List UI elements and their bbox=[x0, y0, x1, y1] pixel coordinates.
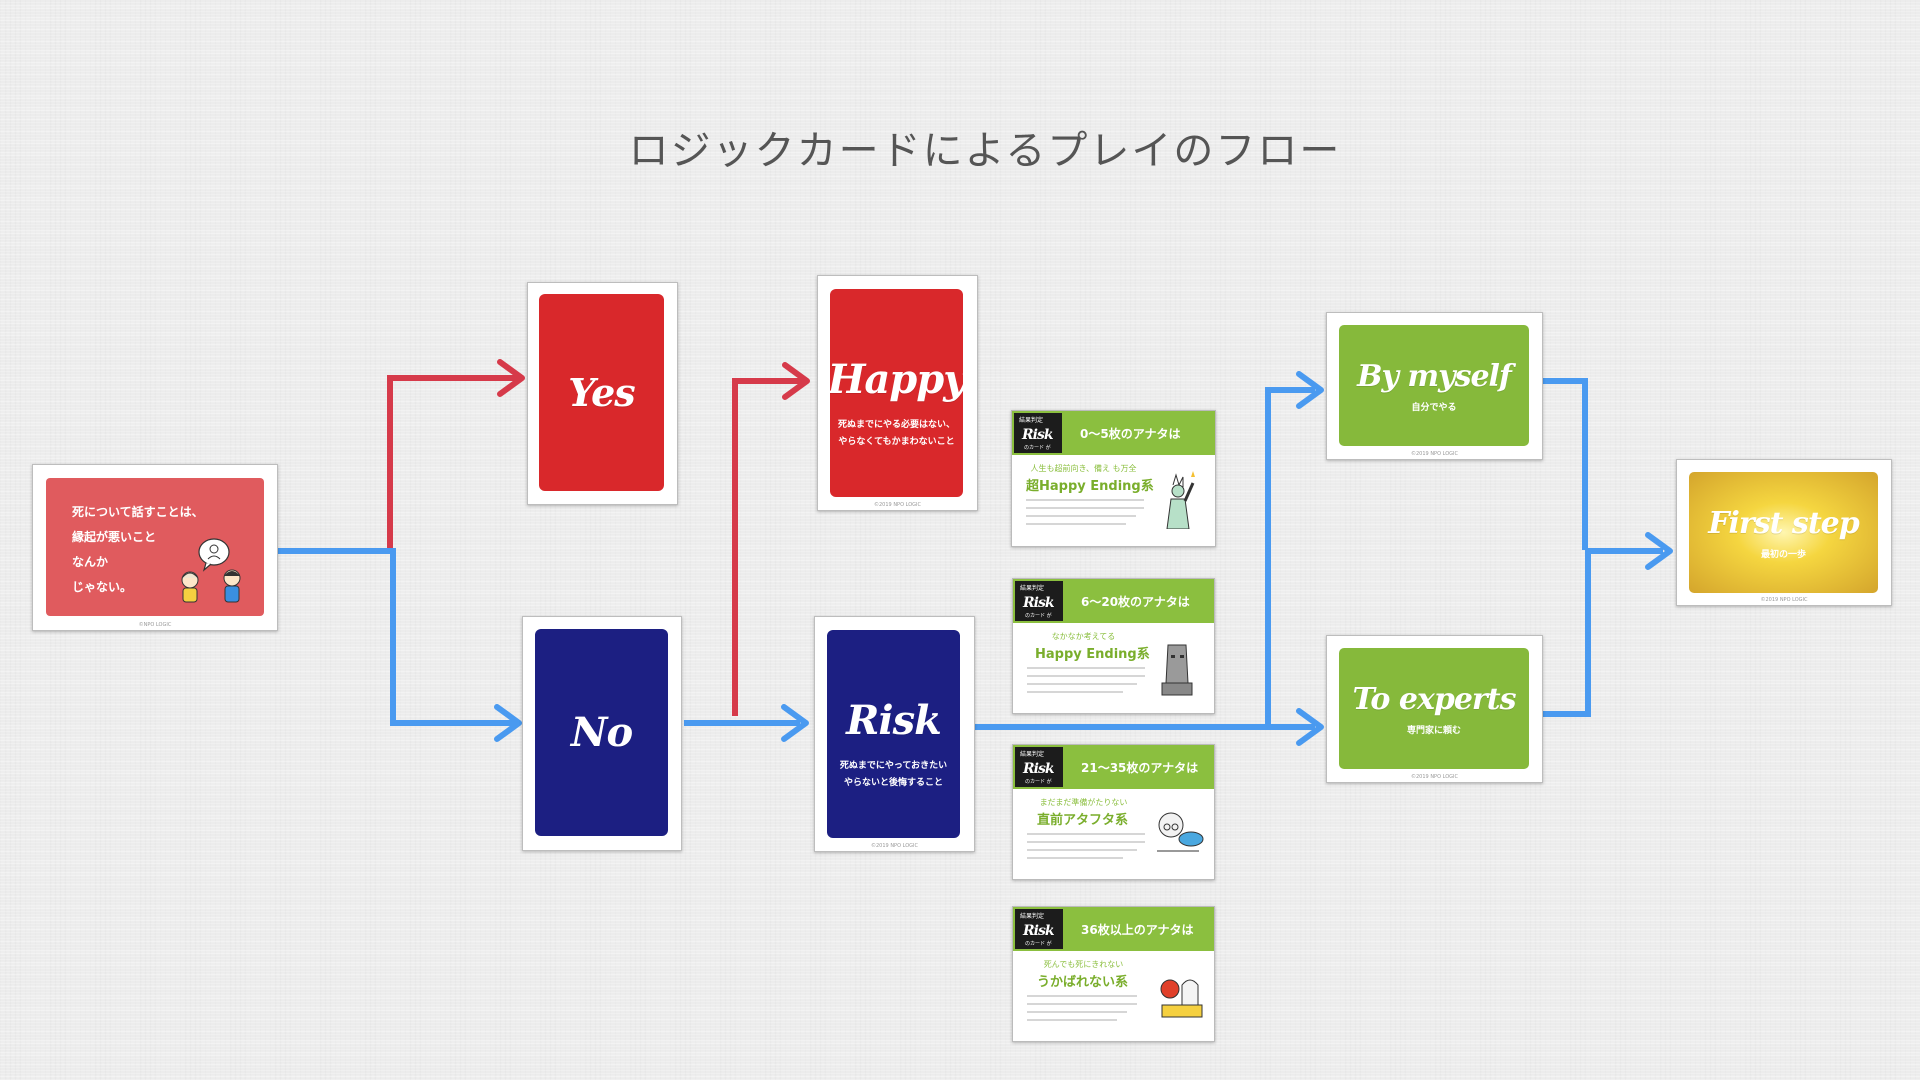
risk-card-frame: Risk 死ぬまでにやっておきたい やらないと後悔すること ©2019 NPO … bbox=[814, 616, 975, 852]
result-card-4: 結果判定 Risk のカード が 36枚以上のアナタは 死んでも死にきれない う… bbox=[1012, 906, 1215, 1042]
result-2-small: なかなか考えてる bbox=[1051, 632, 1116, 641]
myself-card: By myself 自分でやる bbox=[1339, 325, 1529, 446]
start-line-3: なんか bbox=[72, 555, 109, 569]
result-3-big: 直前アタフタ系 bbox=[1037, 813, 1129, 828]
result-3-tag: 結果判定 bbox=[1020, 751, 1045, 758]
start-line-2: 縁起が悪いこと bbox=[72, 530, 157, 544]
moai-icon bbox=[1161, 644, 1193, 696]
no-card-frame: No bbox=[522, 616, 682, 851]
result-1-tag: 結果判定 bbox=[1019, 417, 1044, 424]
risk-card-sub-2: やらないと後悔すること bbox=[843, 777, 943, 788]
result-2-tag: 結果判定 bbox=[1020, 585, 1045, 592]
page-title: ロジックカードによるプレイのフロー bbox=[628, 128, 1342, 174]
ghost-icon bbox=[1160, 979, 1203, 1018]
first-card-sub: 最初の一歩 bbox=[1760, 549, 1806, 560]
yes-card-label: Yes bbox=[568, 370, 635, 415]
happy-card-frame: Happy 死ぬまでにやる必要はない、 やらなくてもかまわないこと ©2019 … bbox=[817, 275, 978, 511]
experts-card-copyright: ©2019 NPO LOGIC bbox=[1411, 774, 1458, 780]
risk-card: Risk 死ぬまでにやっておきたい やらないと後悔すること bbox=[827, 630, 960, 838]
happy-card-sub-2: やらなくてもかまわないこと bbox=[838, 436, 955, 447]
result-3-risk-sub: のカード が bbox=[1025, 779, 1052, 785]
first-card: First step 最初の一歩 bbox=[1689, 472, 1878, 593]
result-4-risk-sub: のカード が bbox=[1025, 941, 1052, 947]
start-line-4: じゃない。 bbox=[72, 580, 133, 594]
result-4-big: うかばれない系 bbox=[1037, 975, 1129, 990]
first-card-label: First step bbox=[1708, 505, 1860, 541]
myself-card-copyright: ©2019 NPO LOGIC bbox=[1411, 451, 1458, 457]
yes-card-frame: Yes bbox=[527, 282, 678, 505]
risk-card-label: Risk bbox=[846, 696, 942, 744]
arrowhead-myself bbox=[1296, 371, 1324, 409]
result-2-risk-sub: のカード が bbox=[1025, 613, 1052, 619]
result-4-risk: Risk bbox=[1023, 923, 1055, 939]
arrow-start-to-no bbox=[277, 548, 515, 726]
myself-card-frame: By myself 自分でやる ©2019 NPO LOGIC bbox=[1326, 312, 1543, 460]
risk-card-copyright: ©2019 NPO LOGIC bbox=[871, 843, 918, 849]
myself-card-sub: 自分でやる bbox=[1411, 402, 1457, 413]
result-3-small: まだまだ準備がたりない bbox=[1039, 798, 1128, 807]
result-1-big: 超Happy Ending系 bbox=[1026, 479, 1154, 494]
happy-card-label: Happy bbox=[830, 355, 963, 403]
no-card: No bbox=[535, 629, 668, 836]
arrow-no-to-happy bbox=[732, 378, 803, 716]
result-2-heading: 6〜20枚のアナタは bbox=[1081, 595, 1190, 609]
arrow-myself-to-first bbox=[1540, 378, 1588, 550]
experts-card-sub: 専門家に頼む bbox=[1406, 725, 1461, 736]
result-2-big: Happy Ending系 bbox=[1035, 647, 1150, 662]
result-4-heading: 36枚以上のアナタは bbox=[1081, 923, 1194, 937]
arrowhead-risk bbox=[781, 704, 809, 742]
result-1-risk-sub: のカード が bbox=[1024, 445, 1051, 451]
arrow-start-to-yes bbox=[387, 375, 520, 551]
result-2-risk: Risk bbox=[1023, 595, 1055, 611]
start-card: 死について話すことは、 縁起が悪いこと なんか じゃない。 bbox=[46, 478, 264, 616]
result-card-2: 結果判定 Risk のカード が 6〜20枚のアナタは なかなか考えてる Hap… bbox=[1012, 578, 1215, 714]
result-1-risk: Risk bbox=[1022, 427, 1054, 443]
experts-card-frame: To experts 専門家に頼む ©2019 NPO LOGIC bbox=[1326, 635, 1543, 783]
arrowhead-happy bbox=[782, 362, 810, 400]
result-3-risk: Risk bbox=[1023, 761, 1055, 777]
arrow-experts-to-first bbox=[1536, 550, 1591, 717]
first-card-frame: First step 最初の一歩 ©2019 NPO LOGIC bbox=[1676, 459, 1892, 606]
arrowhead-no bbox=[494, 704, 522, 742]
result-card-3: 結果判定 Risk のカード が 21〜35枚のアナタは まだまだ準備がたりない… bbox=[1012, 744, 1215, 880]
risk-card-sub-1: 死ぬまでにやっておきたい bbox=[839, 760, 948, 771]
arrowhead-first bbox=[1645, 532, 1673, 570]
result-1-heading: 0〜5枚のアナタは bbox=[1080, 427, 1181, 441]
yes-card: Yes bbox=[539, 294, 664, 491]
first-card-copyright: ©2019 NPO LOGIC bbox=[1760, 597, 1808, 603]
start-card-copyright: ©NPO LOGIC bbox=[138, 622, 172, 628]
arrowhead-yes bbox=[497, 359, 525, 397]
result-1-small: 人生も超前向き、備え も万全 bbox=[1030, 464, 1137, 473]
statue-icon bbox=[1166, 471, 1195, 529]
result-4-tag: 結果判定 bbox=[1020, 913, 1045, 920]
happy-card: Happy 死ぬまでにやる必要はない、 やらなくてもかまわないこと bbox=[830, 289, 963, 497]
experts-card-label: To experts bbox=[1352, 681, 1517, 717]
no-card-label: No bbox=[570, 709, 633, 756]
start-line-1: 死について話すことは、 bbox=[72, 505, 204, 519]
result-3-heading: 21〜35枚のアナタは bbox=[1081, 761, 1199, 775]
arrowhead-experts bbox=[1296, 708, 1324, 746]
arrow-risk-to-myself bbox=[1265, 387, 1315, 727]
happy-card-sub-1: 死ぬまでにやる必要はない、 bbox=[837, 419, 955, 430]
result-card-1: 結果判定 Risk のカード が 0〜5枚のアナタは 人生も超前向き、備え も万… bbox=[1011, 410, 1216, 547]
happy-card-copyright: ©2019 NPO LOGIC bbox=[874, 502, 921, 508]
experts-card: To experts 専門家に頼む bbox=[1339, 648, 1529, 769]
start-card-frame: 死について話すことは、 縁起が悪いこと なんか じゃない。 ©NPO LOGIC bbox=[32, 464, 278, 631]
myself-card-label: By myself bbox=[1357, 358, 1512, 394]
einstein-icon bbox=[1157, 812, 1204, 852]
result-4-small: 死んでも死にきれない bbox=[1043, 960, 1124, 969]
people-talking-icon bbox=[181, 538, 241, 603]
